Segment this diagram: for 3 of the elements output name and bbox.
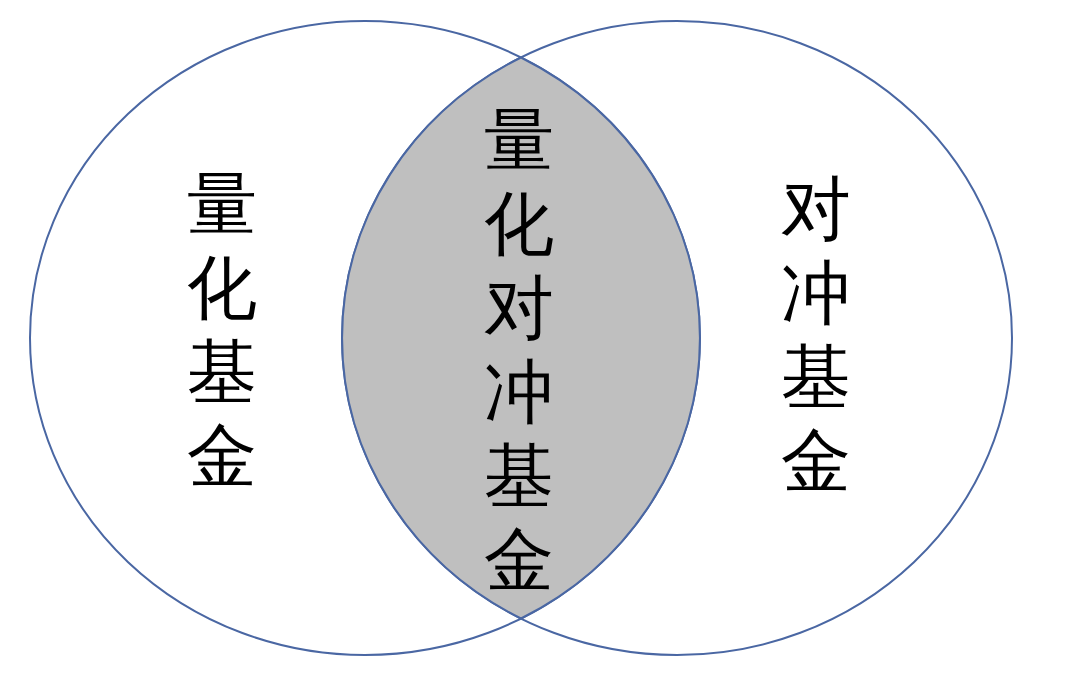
vertical-label: 量化对冲基金 <box>483 98 555 602</box>
vertical-label: 量化基金 <box>186 162 258 498</box>
vertical-label: 对冲基金 <box>780 167 852 503</box>
